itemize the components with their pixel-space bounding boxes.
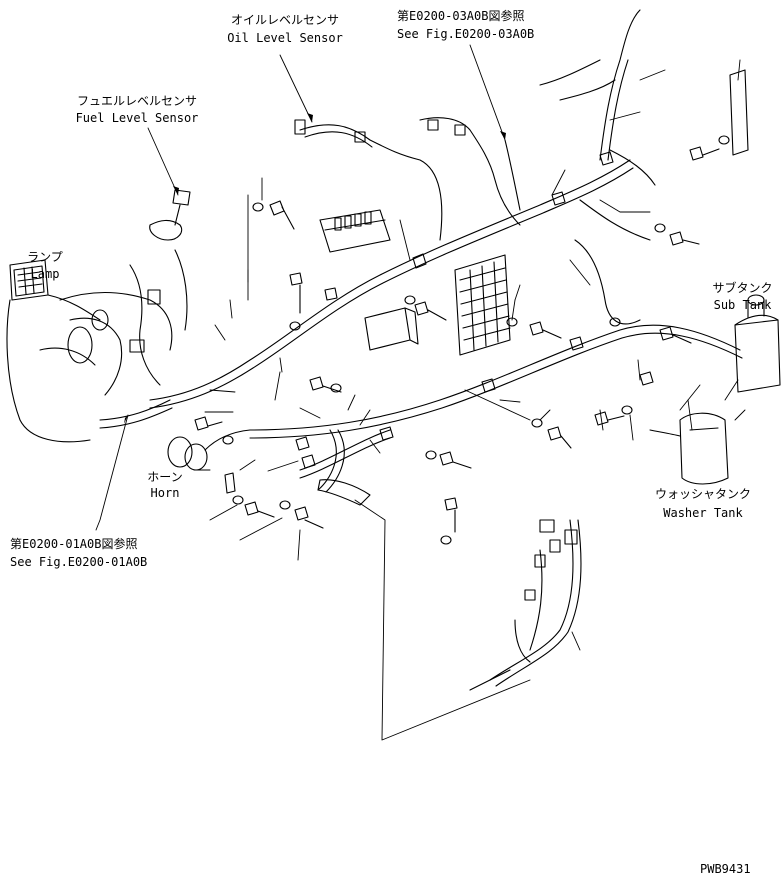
washer-tank: [649, 412, 729, 485]
ref-top-label-jp: 第E0200-03A0B図参照: [397, 9, 525, 23]
fuel-sensor-label-en: Fuel Level Sensor: [75, 111, 199, 125]
leader-arrowheads: [124, 113, 506, 424]
main-harness: [149, 159, 634, 409]
sub-tank: [734, 294, 781, 393]
lamp-label-en: Lamp: [30, 267, 60, 281]
fuse-box: [454, 254, 511, 356]
oil-sensor-label-en: Oil Level Sensor: [227, 31, 343, 45]
bolts: [194, 146, 720, 533]
left-harness-cluster: [39, 249, 188, 429]
sub-tank-label-jp: サブタンク: [712, 281, 773, 295]
sub-tank-label-en: Sub Tank: [713, 298, 772, 312]
oil-sensor-wiring: [294, 117, 521, 241]
ref-bottom-label-en: See Fig.E0200-01A0B: [10, 555, 148, 569]
lamp-label-jp: ランプ: [27, 250, 63, 264]
ref-top-label-en: See Fig.E0200-03A0B: [397, 27, 535, 41]
clamps: [224, 69, 749, 506]
upper-right-harness: [539, 9, 656, 325]
lamp-unit: [6, 259, 101, 443]
drawing-code: PWB9431: [700, 862, 751, 876]
horn-label-jp: ホーン: [147, 470, 183, 484]
horn: [167, 429, 251, 471]
washer-tank-label-en: Washer Tank: [663, 506, 743, 520]
oil-sensor-label-jp: オイルレベルセンサ: [230, 13, 339, 27]
washer-tank-label-jp: ウォッシャタンク: [654, 487, 751, 501]
controller-box: [364, 307, 419, 351]
fuel-sensor-label-jp: フュエルレベルセンサ: [76, 94, 197, 108]
connector-harness: [469, 519, 582, 691]
relay-block: [319, 209, 391, 253]
horn-label-en: Horn: [150, 486, 180, 500]
leader-lines: [95, 44, 746, 741]
ref-bottom-label-jp: 第E0200-01A0B図参照: [10, 537, 138, 551]
front-harness: [249, 324, 743, 439]
washers: [222, 135, 730, 545]
fuel-sensor: [149, 189, 191, 241]
